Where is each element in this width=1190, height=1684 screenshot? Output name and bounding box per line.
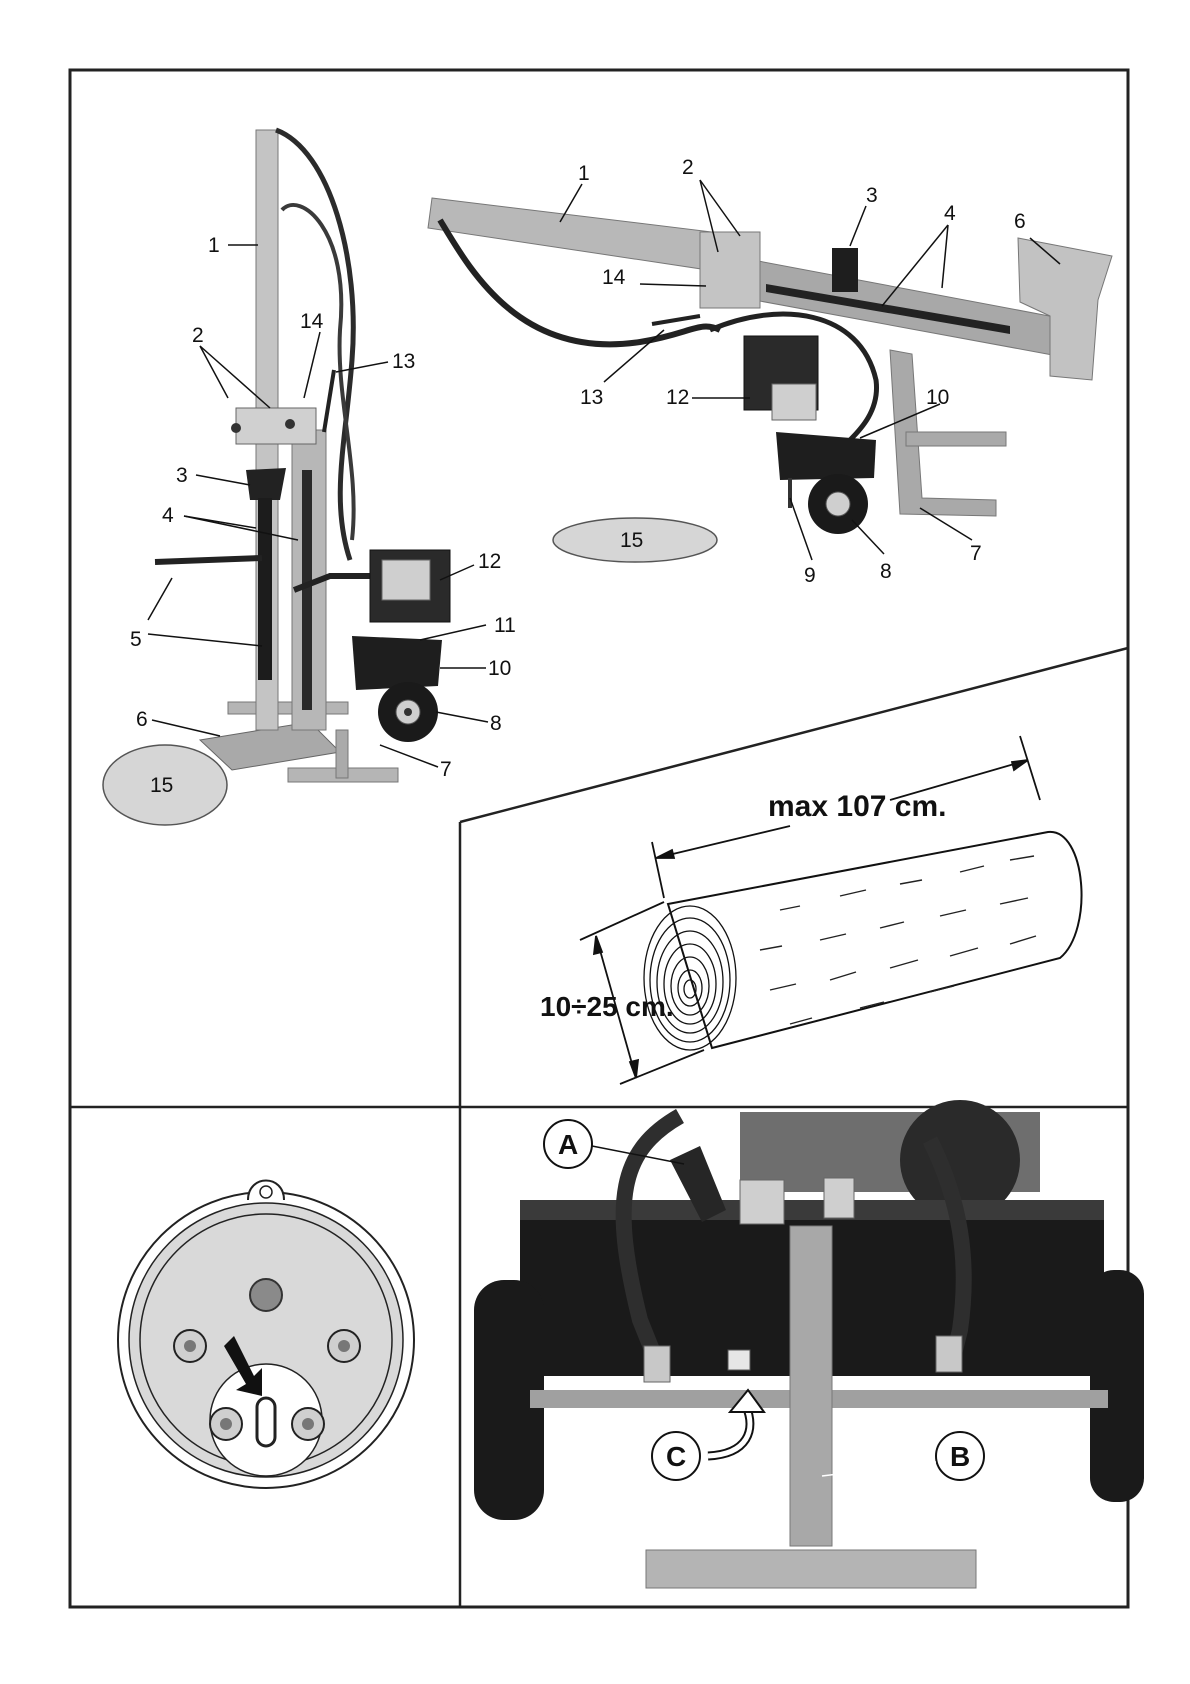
control-block: [236, 408, 316, 444]
engine-cover: [382, 560, 430, 600]
v-callout-13: 13: [392, 350, 415, 373]
v-callout-10: 10: [488, 657, 511, 680]
control-knob-left: [231, 423, 241, 433]
rotator-slot: [257, 1398, 275, 1446]
hose-fitting-left: [644, 1346, 670, 1382]
label-a: A: [558, 1129, 578, 1160]
wheel-right: [1090, 1270, 1144, 1502]
mount-bracket-right: [824, 1178, 854, 1218]
v-callout-2: 2: [192, 324, 204, 347]
v-callout-14: 14: [300, 310, 324, 333]
wedge: [246, 468, 286, 500]
v-callout-5: 5: [130, 628, 142, 651]
h-control-block: [700, 232, 760, 308]
label-b: B: [950, 1441, 970, 1472]
h-callout-13: 13: [580, 386, 603, 409]
h-end-plate: [1018, 238, 1112, 380]
h-callout-9: 9: [804, 564, 816, 587]
platform-label: 15: [150, 774, 173, 797]
label-c: C: [666, 1441, 686, 1472]
v-callout-12: 12: [478, 550, 501, 573]
tank-sticker: [728, 1350, 750, 1370]
v-callout-7: 7: [440, 758, 452, 781]
h-engine-cover: [772, 384, 816, 420]
h-pump-body: [776, 432, 876, 480]
v-callout-8: 8: [490, 712, 502, 735]
control-knob-right: [285, 419, 295, 429]
h-wheel-hub: [826, 492, 850, 516]
frame-upright: [790, 1226, 832, 1546]
h-leg-back: [906, 432, 1006, 446]
drain-arrow-icon: [708, 1406, 750, 1456]
h-callout-14: 14: [602, 266, 626, 289]
leader-b: [822, 1462, 936, 1476]
pusher-plate: [258, 498, 272, 680]
h-platform-label: 15: [620, 529, 643, 552]
horizontal-splitter-illustration: 15: [428, 156, 1112, 587]
hose-fitting-right: [936, 1336, 962, 1372]
h-callout-4: 4: [944, 202, 956, 225]
h-callout-7: 7: [970, 542, 982, 565]
base-foot-side: [336, 730, 348, 778]
hydraulic-tank-detail: A C B: [474, 1100, 1144, 1588]
frame-foot: [646, 1550, 976, 1588]
max-length-label: max 107 cm.: [768, 790, 946, 823]
pump-body: [352, 636, 442, 690]
vertical-splitter-illustration: 15: [103, 130, 516, 825]
v-callout-4: 4: [162, 504, 174, 527]
h-callout-10: 10: [926, 386, 949, 409]
power-socket-diagram: [118, 1181, 414, 1489]
rotator-pin-left-core: [220, 1418, 232, 1430]
v-callout-11: 11: [494, 614, 516, 637]
socket-earth-pin: [250, 1279, 282, 1311]
column-guide-dark: [302, 470, 312, 710]
socket-tab-hole: [260, 1186, 272, 1198]
h-lever: [652, 316, 700, 324]
h-callout-12: 12: [666, 386, 689, 409]
wheel-rim: [404, 708, 412, 716]
log-dimension-drawing: max 107 cm. 10÷25 cm.: [540, 736, 1082, 1084]
base-foot-back: [228, 702, 348, 714]
v-callout-3: 3: [176, 464, 188, 487]
handle-bar: [155, 558, 262, 562]
socket-pin-right-core: [338, 1340, 350, 1352]
h-callout-8: 8: [880, 560, 892, 583]
rotator-pin-right-core: [302, 1418, 314, 1430]
h-callout-2: 2: [682, 156, 694, 179]
h-callout-6: 6: [1014, 210, 1026, 233]
h-cylinder: [428, 198, 712, 270]
lever: [324, 370, 334, 432]
socket-pin-left-core: [184, 1340, 196, 1352]
v-callout-1: 1: [208, 234, 220, 257]
h-callout-1: 1: [578, 162, 590, 185]
v-callout-6: 6: [136, 708, 148, 731]
oil-tank-top-edge: [520, 1200, 1104, 1220]
h-callout-3: 3: [866, 184, 878, 207]
h-wedge: [832, 248, 858, 292]
mount-bracket-left: [740, 1180, 784, 1224]
diameter-label: 10÷25 cm.: [540, 991, 674, 1022]
